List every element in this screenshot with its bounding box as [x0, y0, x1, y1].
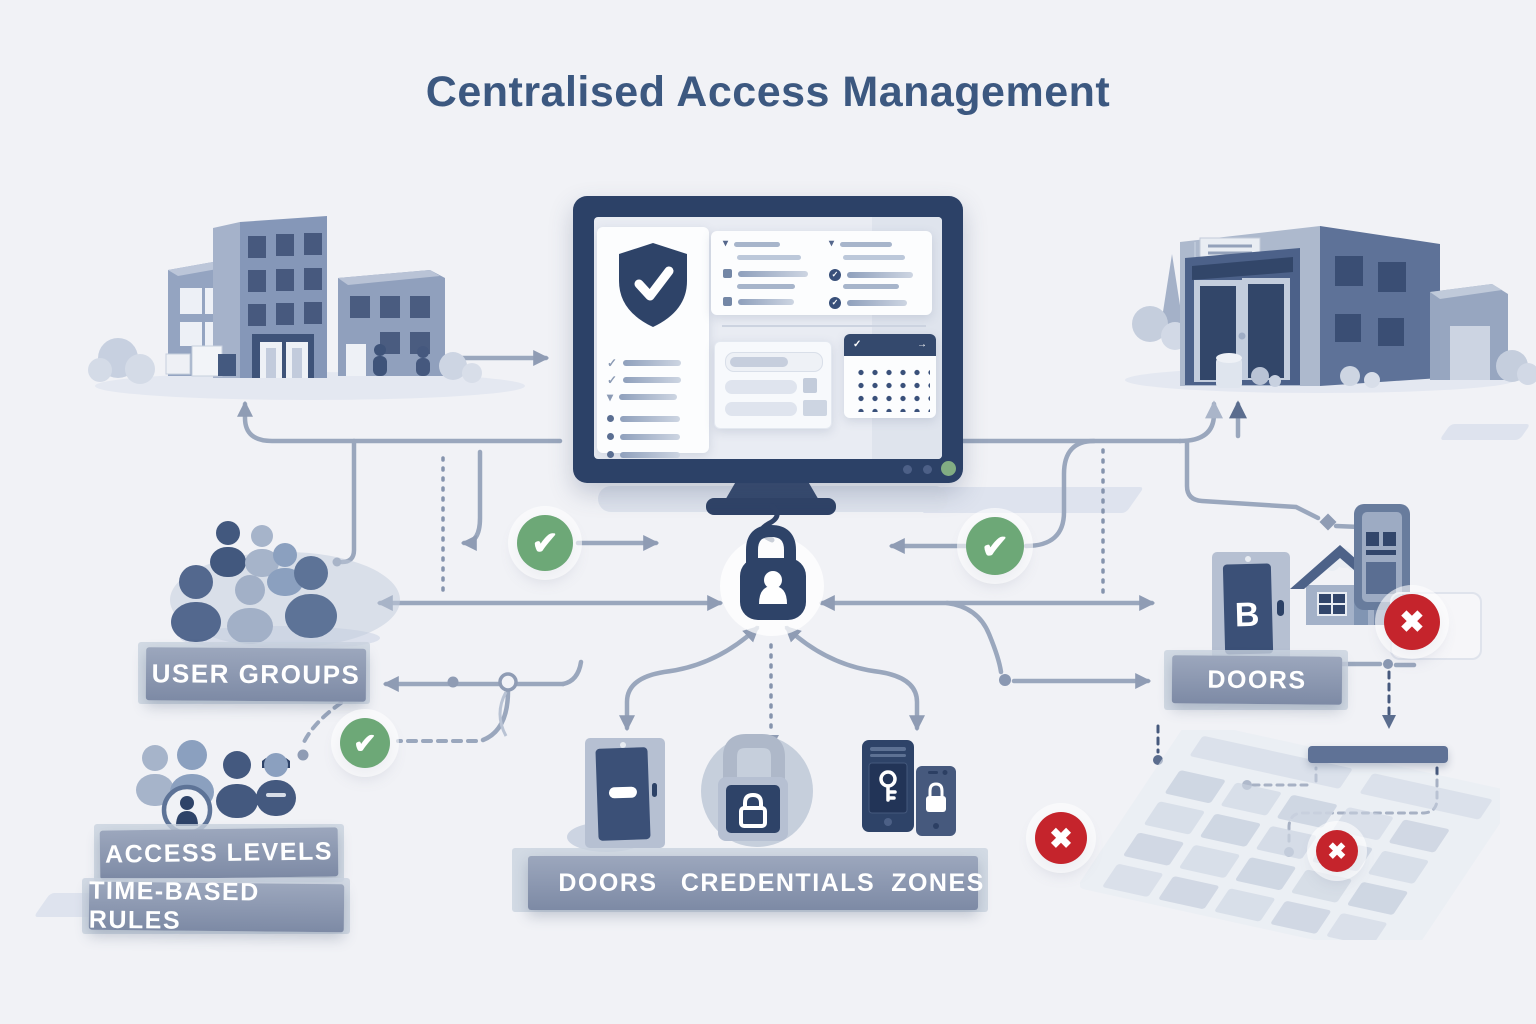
- check-mark-icon: ✓: [607, 356, 618, 370]
- square-bullet-icon: [723, 269, 732, 278]
- door-letter: B: [1234, 596, 1260, 635]
- time-rule-bar: [1308, 746, 1448, 763]
- chevron-down-icon: ▾: [607, 390, 614, 404]
- shield-tick-icon: ✓: [853, 339, 862, 350]
- check-mark-icon: ✓: [607, 373, 618, 387]
- check-badge: ✔: [517, 515, 573, 571]
- right-doors-label: DOORS: [1171, 655, 1343, 705]
- chevron-down-icon: ▾: [829, 238, 835, 249]
- divider: [722, 325, 926, 327]
- cross-badge: ✖: [1384, 594, 1440, 650]
- bullet-icon: [607, 433, 614, 440]
- check-badge: ✔: [966, 517, 1024, 575]
- form-card: [714, 341, 832, 429]
- indicator-dot: [923, 465, 932, 474]
- check-icon: ✔: [531, 525, 559, 561]
- shield-check-icon: [619, 243, 687, 327]
- cross-icon: ✖: [1049, 822, 1073, 854]
- monitor-frame: ✓ ✓ ▾ ▾ ▾ ✓ ✓: [573, 196, 963, 483]
- access-levels-icon: [136, 740, 296, 836]
- credential-lock-icon: [701, 734, 813, 847]
- time-based-rules-label: TIME-BASED RULES: [89, 877, 345, 935]
- door-b-icon: B: [1212, 552, 1290, 660]
- power-light: [941, 461, 956, 476]
- check-badge: ✔: [340, 718, 390, 768]
- time-based-rules-text: TIME-BASED RULES: [88, 876, 260, 935]
- door-icon: [567, 738, 665, 852]
- check-circle-icon: ✓: [829, 269, 841, 281]
- cross-badge: ✖: [1035, 812, 1087, 864]
- warehouse-building-icon: [1125, 226, 1536, 393]
- calendar-card: ✓ →: [844, 334, 936, 418]
- monitor-screen: ✓ ✓ ▾ ▾ ▾ ✓ ✓: [594, 217, 942, 459]
- check-icon: ✔: [353, 727, 377, 759]
- cross-badge: ✖: [1316, 830, 1358, 872]
- credentials-text: CREDENTIALS: [680, 868, 876, 897]
- user-groups-text: USER GROUPS: [151, 658, 361, 690]
- policy-card: ✓ ✓ ▾: [597, 227, 709, 458]
- bullet-icon: [607, 415, 614, 422]
- zones-text: ZONES: [891, 868, 985, 897]
- cross-icon: ✖: [1327, 837, 1347, 864]
- user-groups-icon: [170, 521, 400, 650]
- access-levels-label: ACCESS LEVELS: [99, 827, 339, 880]
- calendar-dots: [854, 366, 930, 412]
- facility-objects-label: DOORS CREDENTIALS ZONES: [528, 856, 983, 910]
- access-list-card: ▾ ▾ ✓ ✓: [711, 231, 932, 315]
- user-padlock-icon: [720, 503, 824, 636]
- doors-text: DOORS: [558, 868, 658, 897]
- indicator-dot: [903, 465, 912, 474]
- check-icon: ✔: [981, 527, 1009, 565]
- cross-icon: ✖: [1399, 605, 1425, 639]
- zones-devices-icon: [862, 740, 956, 836]
- office-buildings-icon: [88, 216, 525, 400]
- window-door-icon: [1354, 504, 1410, 610]
- page-title: Centralised Access Management: [425, 68, 1111, 116]
- user-groups-label: USER GROUPS: [145, 647, 367, 702]
- access-levels-text: ACCESS LEVELS: [104, 837, 334, 869]
- square-bullet-icon: [723, 297, 732, 306]
- arrow-right-icon: →: [917, 339, 927, 350]
- schedule-grid: [1080, 730, 1500, 940]
- check-circle-icon: ✓: [829, 297, 841, 309]
- bullet-icon: [607, 451, 614, 458]
- chevron-down-icon: ▾: [723, 238, 729, 249]
- right-doors-text: DOORS: [1207, 665, 1307, 694]
